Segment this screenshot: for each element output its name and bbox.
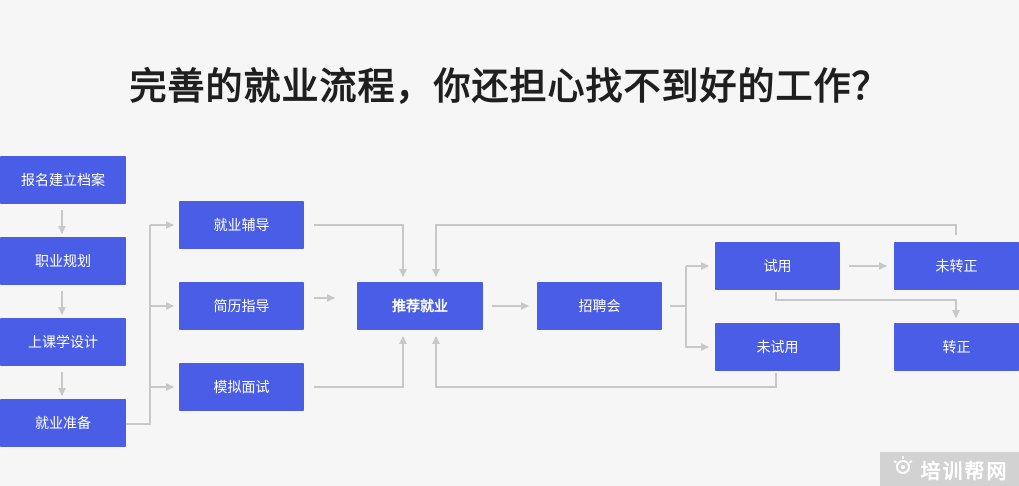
arrow-mock-to-recommend	[314, 336, 407, 388]
step-resume-guide: 简历指导	[179, 282, 304, 330]
arrow-probation-to-regular	[775, 292, 960, 318]
step-probation: 试用	[715, 242, 840, 290]
connector-fair-branch	[670, 266, 687, 307]
step-course-design: 上课学设计	[0, 318, 126, 366]
arrow-coaching-to-recommend	[314, 224, 407, 277]
watermark-text: 培训帮网	[920, 458, 1009, 483]
watermark-logo-icon	[891, 455, 915, 483]
step-not-regular: 未转正	[894, 242, 1019, 290]
watermark: 培训帮网	[880, 452, 1019, 486]
arrow-noprobation-loop	[432, 336, 777, 388]
page-title: 完善的就业流程，你还担心找不到好的工作？	[129, 65, 890, 108]
step-job-fair: 招聘会	[537, 282, 662, 330]
arrow-notregular-loop	[432, 224, 957, 277]
step-job-prep: 就业准备	[0, 399, 126, 447]
step-recommend: 推荐就业	[357, 282, 483, 330]
step-regular: 转正	[894, 323, 1019, 371]
arrow-to-no-probation	[685, 306, 709, 351]
connector-prep-branch	[126, 225, 151, 425]
step-career-plan: 职业规划	[0, 237, 126, 285]
step-signup: 报名建立档案	[0, 156, 126, 204]
step-job-coaching: 就业辅导	[179, 201, 304, 249]
step-mock-interview: 模拟面试	[179, 363, 304, 411]
step-no-probation: 未试用	[715, 323, 840, 371]
